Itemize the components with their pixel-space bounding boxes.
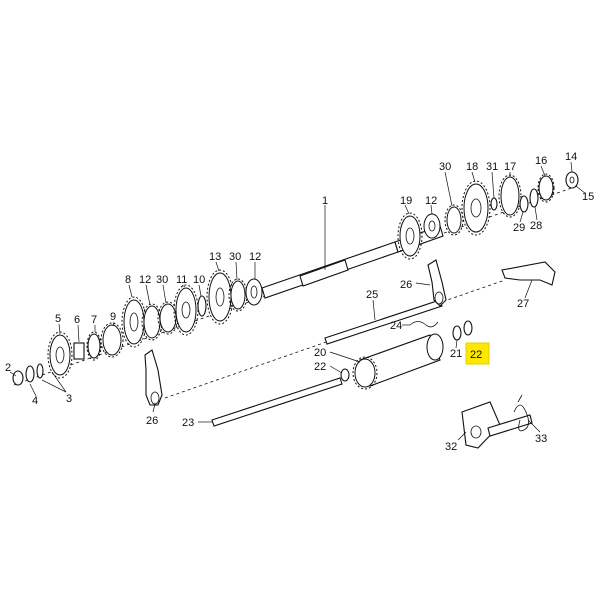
callout-24: 24 bbox=[390, 320, 402, 332]
callout-22-left: 22 bbox=[314, 361, 326, 373]
shift-shaft-assembly bbox=[461, 401, 533, 449]
gear-12-right bbox=[423, 213, 441, 239]
callout-30-right: 30 bbox=[439, 161, 451, 173]
gear-12-middle bbox=[245, 278, 263, 306]
shift-fork-upper bbox=[427, 259, 447, 307]
nut-14 bbox=[565, 171, 579, 189]
callout-9: 9 bbox=[110, 311, 116, 323]
callout-7: 7 bbox=[91, 314, 97, 326]
callout-30-middle: 30 bbox=[229, 251, 241, 263]
callout-21: 21 bbox=[450, 348, 462, 360]
gear-18 bbox=[461, 180, 491, 236]
washer-10 bbox=[197, 295, 207, 317]
bearing-16 bbox=[537, 173, 555, 203]
washer-28 bbox=[529, 188, 539, 208]
gear-19 bbox=[397, 212, 423, 260]
callout-26-lower: 26 bbox=[146, 415, 158, 427]
bearing-7 bbox=[86, 331, 102, 361]
leader-lines bbox=[9, 161, 587, 441]
gear-17 bbox=[498, 174, 522, 218]
callout-31: 31 bbox=[486, 161, 498, 173]
callout-22-highlighted: 22 bbox=[470, 349, 482, 361]
callout-17: 17 bbox=[504, 161, 516, 173]
callout-26-upper: 26 bbox=[400, 279, 412, 291]
washer-b bbox=[36, 363, 44, 379]
callout-20: 20 bbox=[314, 347, 326, 359]
spacer-6 bbox=[73, 342, 85, 360]
gear-8 bbox=[121, 296, 147, 348]
washer-22-left bbox=[340, 368, 350, 382]
return-spring bbox=[513, 394, 529, 432]
clip-31 bbox=[490, 197, 498, 211]
washer-29 bbox=[519, 195, 529, 213]
hub-9 bbox=[100, 322, 124, 358]
gear-11 bbox=[173, 284, 199, 336]
callout-32: 32 bbox=[445, 441, 457, 453]
highlight-box bbox=[465, 342, 490, 365]
callout-14: 14 bbox=[565, 151, 577, 163]
gear-30-right bbox=[444, 204, 464, 236]
callout-18: 18 bbox=[466, 161, 478, 173]
callout-12-left: 12 bbox=[139, 274, 151, 286]
callout-28: 28 bbox=[530, 220, 542, 232]
nut bbox=[12, 370, 24, 386]
callout-13: 13 bbox=[209, 251, 221, 263]
callout-19: 19 bbox=[400, 195, 412, 207]
callout-29: 29 bbox=[513, 222, 525, 234]
callout-6: 6 bbox=[74, 314, 80, 326]
selector-rod bbox=[324, 299, 443, 345]
callout-11: 11 bbox=[176, 274, 187, 286]
callout-1: 1 bbox=[322, 195, 328, 207]
washer-a bbox=[25, 365, 35, 383]
callout-25: 25 bbox=[366, 289, 378, 301]
gear-12-left bbox=[141, 303, 163, 341]
gear-30-left bbox=[157, 301, 179, 335]
callout-5: 5 bbox=[55, 313, 61, 325]
callout-labels: 2 4 3 5 6 7 9 8 12 30 11 10 13 30 12 1 1… bbox=[5, 151, 594, 453]
callout-27: 27 bbox=[517, 298, 529, 310]
shift-fork-left bbox=[144, 349, 163, 406]
callout-16: 16 bbox=[535, 155, 547, 167]
callout-12-middle: 12 bbox=[249, 251, 261, 263]
callout-8: 8 bbox=[125, 274, 131, 286]
callout-33: 33 bbox=[535, 433, 547, 445]
fork-rod bbox=[211, 377, 343, 427]
washer-22-right bbox=[463, 320, 473, 336]
shift-fork-right bbox=[501, 261, 556, 286]
callout-3: 3 bbox=[66, 393, 72, 405]
callout-15: 15 bbox=[582, 191, 594, 203]
callout-10: 10 bbox=[193, 274, 205, 286]
callout-4: 4 bbox=[32, 395, 38, 407]
callout-30-left: 30 bbox=[156, 274, 168, 286]
selector-drum bbox=[352, 333, 444, 390]
callout-12-right: 12 bbox=[425, 195, 437, 207]
gear-5 bbox=[47, 331, 73, 379]
gear-30-middle bbox=[228, 278, 248, 312]
washer-21 bbox=[452, 325, 462, 341]
callout-2: 2 bbox=[5, 362, 11, 374]
spring-pin bbox=[409, 321, 439, 328]
callout-23: 23 bbox=[182, 417, 194, 429]
